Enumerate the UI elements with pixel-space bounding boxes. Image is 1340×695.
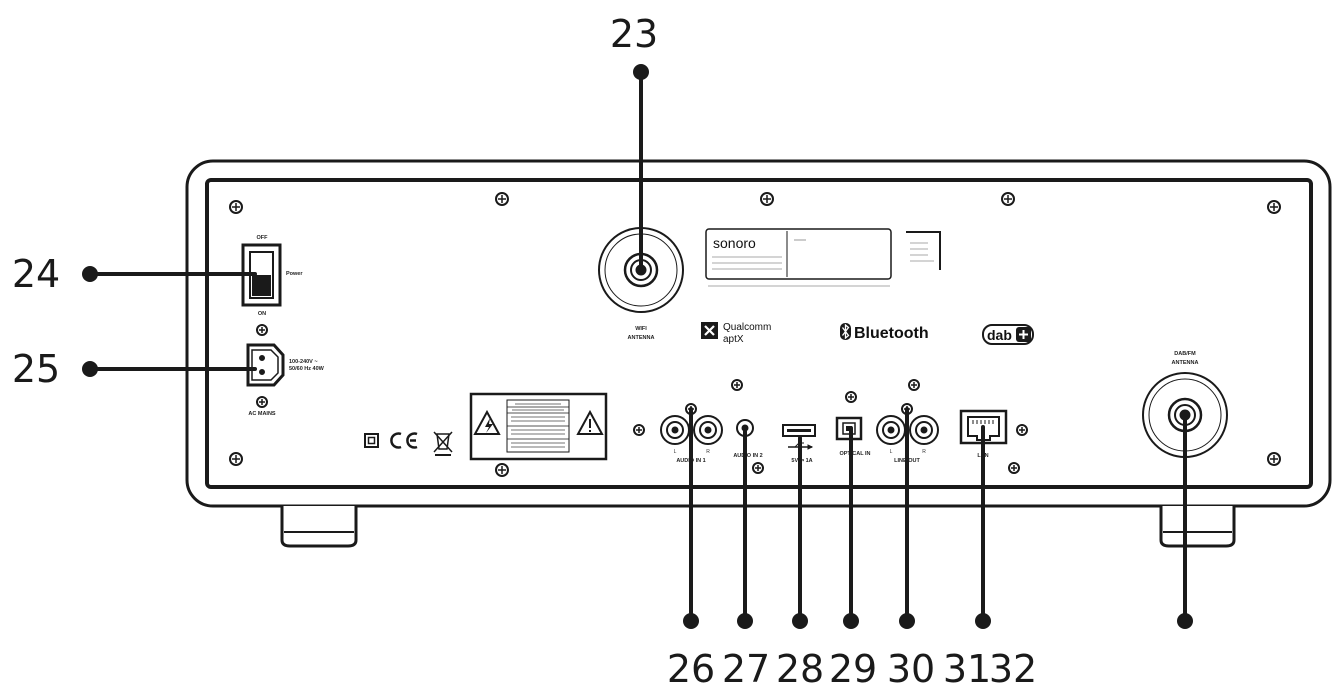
inner-frame (205, 178, 1313, 489)
callout-26: 26 (667, 647, 715, 691)
ac-rating-2: 50/60 Hz 40W (289, 366, 325, 372)
line-out-left-label: L (890, 449, 893, 455)
bluetooth-text: Bluetooth (854, 325, 929, 342)
sonoro-logo: sonoro (713, 235, 756, 251)
screw-icon (229, 452, 243, 466)
lightning-icon (485, 418, 493, 433)
screws (229, 192, 1281, 477)
callout-32: 32 (989, 647, 1037, 691)
line-out-right-label: R (922, 449, 926, 455)
screw-icon (845, 391, 857, 403)
screw-icon (1267, 200, 1281, 214)
dab-fm-antenna-label-1: DAB/FM (1174, 351, 1196, 357)
foot-right (1159, 506, 1236, 548)
qualcomm-text: Qualcomm (723, 322, 771, 333)
switch-power-label: Power (286, 271, 303, 277)
ac-rating: 100-240V ~ (289, 359, 318, 365)
ce-mark-icon (390, 432, 418, 449)
audio-in-1-right-label: R (706, 449, 710, 455)
screw-icon (1267, 452, 1281, 466)
ac-inlet (246, 343, 285, 387)
aptx-text: aptX (723, 334, 744, 345)
audio-in-1-rca-jacks (660, 403, 723, 445)
callout-28: 28 (776, 647, 824, 691)
double-insulation-icon (364, 433, 379, 448)
callout-24: 24 (12, 252, 60, 296)
qualcomm-aptx-logo: Qualcomm aptX (701, 322, 771, 345)
device-body (185, 159, 1332, 508)
screw-icon (731, 379, 743, 391)
usb-label: 5V ⎓ 1A (791, 458, 812, 464)
outer-frame (185, 159, 1332, 508)
dab-logo: dab (982, 324, 1034, 345)
callout-31: 31 (943, 647, 991, 691)
screw-icon (256, 324, 268, 336)
weee-bin-icon (433, 431, 453, 456)
callout-30: 30 (887, 647, 935, 691)
warning-label (469, 392, 608, 461)
dab-text: dab (987, 327, 1012, 343)
audio-in-1-left-label: L (674, 449, 677, 455)
rating-plate (705, 228, 892, 287)
dab-fm-antenna-label-2: ANTENNA (1172, 360, 1199, 366)
optical-in-label: OPTICAL IN (839, 451, 870, 457)
compliance-mark (906, 231, 941, 270)
screw-icon (752, 462, 764, 474)
callout-25: 25 (12, 347, 60, 391)
screw-icon (229, 200, 243, 214)
screw-icon (633, 424, 645, 436)
screw-icon (1008, 462, 1020, 474)
callout-23: 23 (610, 12, 658, 56)
feet (280, 506, 1236, 548)
certification-marks (364, 431, 453, 456)
foot-left (280, 506, 358, 548)
callout-numbers: 23 24 25 26 27 28 29 30 31 32 (12, 12, 1037, 691)
switch-off-label: OFF (257, 235, 269, 241)
callout-27: 27 (722, 647, 770, 691)
screw-icon (1001, 192, 1015, 206)
callout-29: 29 (829, 647, 877, 691)
screw-icon (908, 379, 920, 391)
wifi-antenna-label-2: ANTENNA (628, 335, 655, 341)
ac-mains-label: AC MAINS (248, 411, 276, 417)
switch-on-label: ON (258, 311, 266, 317)
screw-icon (495, 463, 509, 477)
leader-dots (82, 64, 1193, 629)
bluetooth-logo: Bluetooth (840, 323, 929, 342)
leader-lines (88, 70, 1187, 623)
audio-in-2-label: AUDIO IN 2 (733, 453, 762, 459)
screw-icon (1016, 424, 1028, 436)
power-switch (241, 243, 282, 307)
wifi-antenna-label-1: WIFI (635, 326, 647, 332)
screw-icon (256, 396, 268, 408)
screw-icon (495, 192, 509, 206)
screw-icon (760, 192, 774, 206)
